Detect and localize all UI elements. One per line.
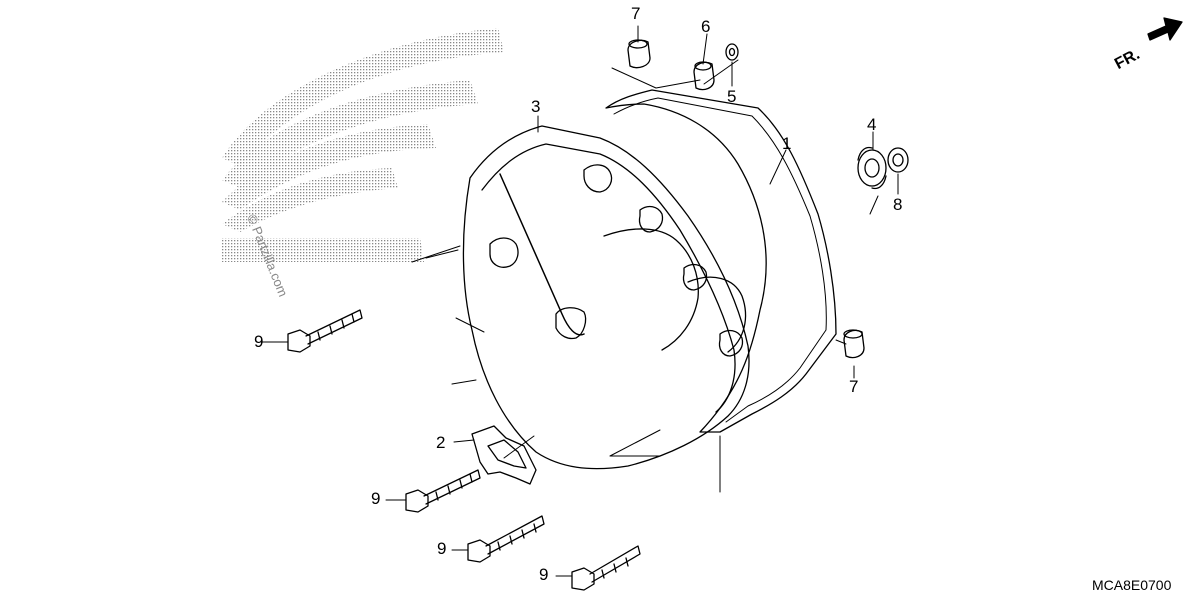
dowel-pin-7-right bbox=[843, 329, 865, 359]
callout-9-mid: 9 bbox=[371, 489, 381, 508]
callout-3: 3 bbox=[531, 97, 541, 116]
gasket-inner bbox=[613, 97, 827, 423]
callout-8: 8 bbox=[893, 195, 903, 214]
diagram-code: MCA8E0700 bbox=[1092, 577, 1172, 593]
cover-boss-mid bbox=[682, 263, 708, 291]
callout-4: 4 bbox=[867, 115, 877, 134]
cover-rib-1 bbox=[603, 228, 699, 351]
cover-lever-tip bbox=[555, 307, 587, 340]
washer-outer bbox=[725, 43, 739, 61]
bearing-side bbox=[857, 146, 887, 190]
bolt-9-upper bbox=[287, 309, 363, 353]
bracket-outline bbox=[471, 425, 537, 485]
bolt-9-mid bbox=[405, 469, 481, 513]
dowel-pin-6 bbox=[693, 61, 715, 91]
callout-9-upper: 9 bbox=[254, 332, 264, 351]
bolt-9-low bbox=[467, 515, 545, 563]
callout-1: 1 bbox=[782, 134, 792, 153]
callout-9-bottom: 9 bbox=[539, 565, 549, 584]
gasket-outline bbox=[605, 89, 837, 433]
callout-5: 5 bbox=[727, 87, 737, 106]
callout-7-top: 7 bbox=[631, 4, 641, 23]
cover-outline bbox=[462, 125, 750, 470]
cover-lever bbox=[499, 173, 585, 336]
cover-boss-top bbox=[638, 205, 664, 233]
callout-9-low: 9 bbox=[437, 539, 447, 558]
callout-6: 6 bbox=[701, 17, 711, 36]
bracket-inner bbox=[487, 439, 527, 469]
fr-arrow bbox=[1147, 17, 1183, 41]
dowel-pin-7-top bbox=[627, 39, 651, 69]
bearing-outer bbox=[857, 149, 887, 187]
cover-boss-low bbox=[718, 329, 744, 357]
cover-boss-left bbox=[489, 237, 519, 268]
dowel-pin-7-right-cap bbox=[843, 329, 863, 339]
bolt-9-bottom bbox=[571, 545, 641, 591]
washer-inner bbox=[728, 47, 736, 57]
leader-lines bbox=[259, 59, 879, 577]
cover-boss-right bbox=[583, 164, 613, 193]
snap-ring-inner bbox=[892, 153, 904, 167]
callout-leaders bbox=[453, 25, 899, 443]
callout-2: 2 bbox=[436, 433, 446, 452]
bearing-inner bbox=[864, 158, 880, 178]
cover-flange-line bbox=[481, 143, 736, 413]
cover-rib-2 bbox=[687, 276, 747, 353]
watermark-wing-logo bbox=[222, 28, 504, 262]
snap-ring-outer bbox=[887, 147, 909, 173]
callout-7-right: 7 bbox=[849, 377, 859, 396]
